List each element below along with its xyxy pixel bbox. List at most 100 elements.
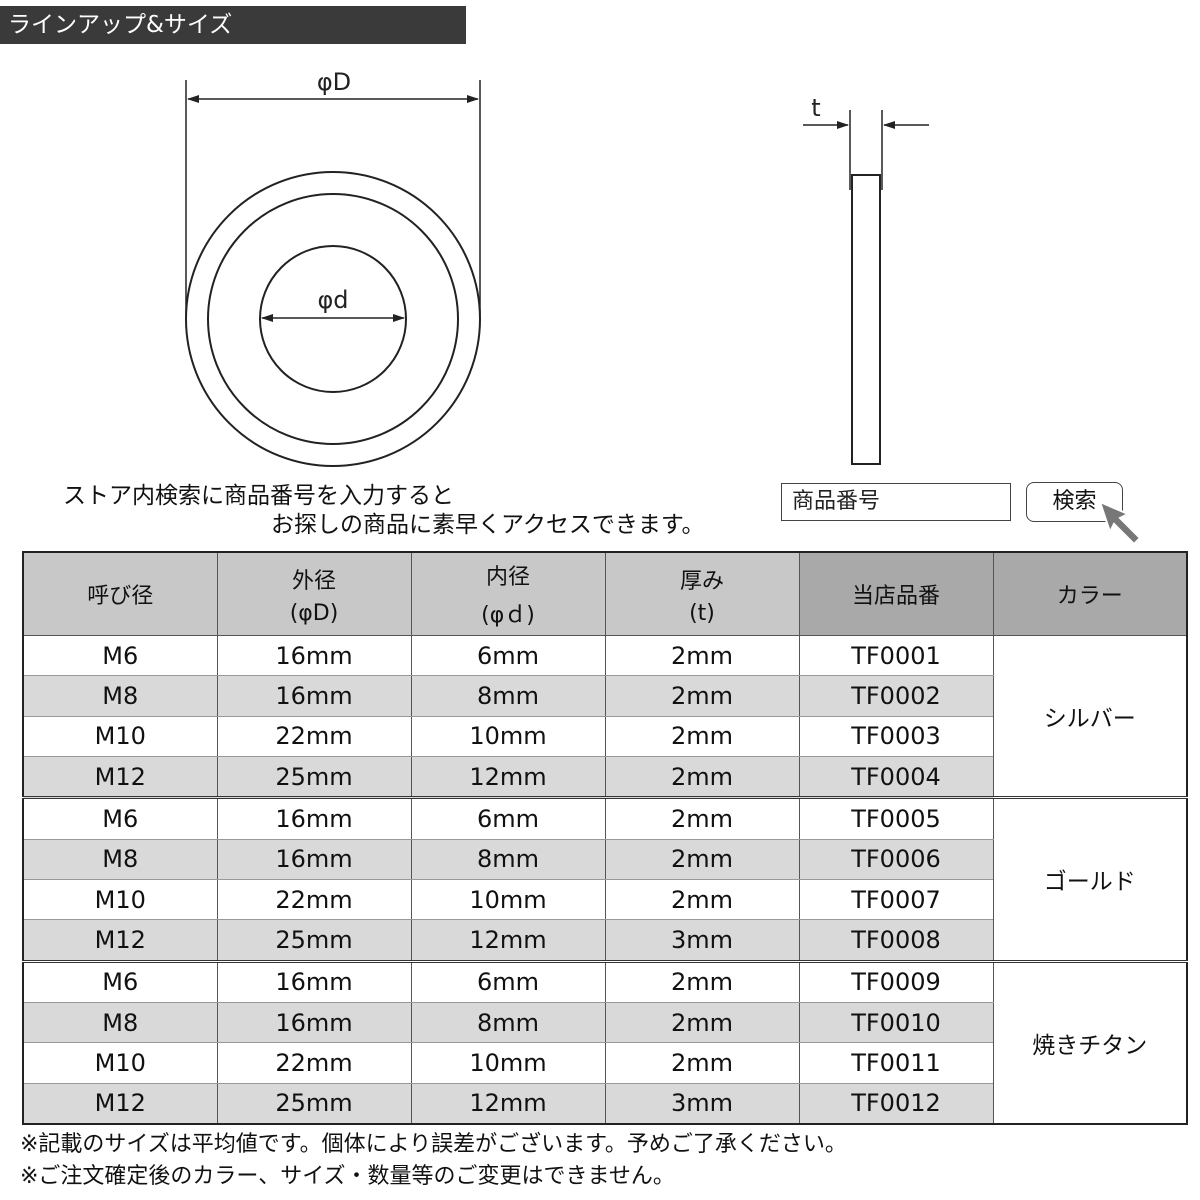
header-outer-diameter: 外径(φD) [216,551,412,636]
nominal-size-cell: M10 [22,1042,218,1084]
outer-diameter-label: φD [317,68,351,96]
nominal-size-cell: M10 [22,878,218,921]
nominal-size-cell: M6 [22,796,218,840]
thickness-cell: 3mm [604,919,800,962]
inner-diameter-cell: 10mm [410,1042,606,1084]
outer-diameter-cell: 16mm [216,634,412,677]
product-number-search-input[interactable]: 商品番号 [781,483,1011,521]
thickness-cell: 2mm [604,838,800,880]
note-no-changes: ※ご注文確定後のカラー、サイズ・数量等のご変更はできません。 [20,1164,675,1189]
nominal-size-cell: M8 [22,675,218,717]
chamfer-circle [207,193,459,445]
product-number-cell: TF0007 [798,878,994,921]
cursor-arrow-icon [1098,500,1142,546]
product-number-cell: TF0011 [798,1042,994,1084]
product-number-cell: TF0008 [798,919,994,962]
inner-diameter-label: φd [317,286,348,314]
inner-diameter-cell: 12mm [410,919,606,962]
washer-side-view [803,110,929,465]
inner-diameter-cell: 10mm [410,715,606,757]
thickness-label: t [811,94,820,122]
product-number-cell: TF0009 [798,959,994,1003]
thickness-cell: 2mm [604,796,800,840]
outer-diameter-cell: 16mm [216,796,412,840]
outer-diameter-cell: 16mm [216,959,412,1003]
thickness-cell: 2mm [604,715,800,757]
thickness-cell: 2mm [604,755,800,799]
nominal-size-cell: M8 [22,1001,218,1044]
table-header-row: 呼び径 外径(φD) 内径(φｄ) 厚み(t) 当店品番 カラー [22,551,1188,636]
outer-diameter-cell: 22mm [216,878,412,921]
outer-diameter-cell: 22mm [216,715,412,757]
washer-diagram: φD φd t [185,68,929,467]
section-title: ラインアップ&サイズ [0,6,466,44]
nominal-size-cell: M12 [22,755,218,799]
nominal-size-cell: M12 [22,919,218,962]
washer-front-view [185,80,481,467]
nominal-size-cell: M6 [22,959,218,1003]
nominal-size-cell: M8 [22,838,218,880]
inner-diameter-circle [259,245,407,393]
thickness-cell: 2mm [604,634,800,677]
inner-diameter-cell: 6mm [410,796,606,840]
thickness-cell: 2mm [604,1001,800,1044]
outer-diameter-cell: 25mm [216,919,412,962]
outer-diameter-cell: 16mm [216,1001,412,1044]
header-nominal-size: 呼び径 [22,551,218,636]
nominal-size-cell: M12 [22,1082,218,1125]
product-number-cell: TF0006 [798,838,994,880]
side-profile [851,174,881,465]
search-hint-line1: ストア内検索に商品番号を入力すると [63,483,454,509]
thickness-cell: 2mm [604,959,800,1003]
thickness-cell: 2mm [604,1042,800,1084]
outer-diameter-cell: 16mm [216,838,412,880]
outer-diameter-cell: 16mm [216,675,412,717]
thickness-cell: 2mm [604,878,800,921]
thickness-cell: 2mm [604,675,800,717]
color-cell: ゴールド [992,796,1188,962]
inner-diameter-cell: 6mm [410,959,606,1003]
header-inner-diameter: 内径(φｄ) [410,551,606,636]
thickness-cell: 3mm [604,1082,800,1125]
outer-diameter-cell: 25mm [216,755,412,799]
color-cell: シルバー [992,634,1188,799]
inner-diameter-cell: 8mm [410,838,606,880]
outer-diameter-cell: 22mm [216,1042,412,1084]
inner-diameter-cell: 8mm [410,675,606,717]
product-number-cell: TF0001 [798,634,994,677]
product-number-cell: TF0012 [798,1082,994,1125]
nominal-size-cell: M10 [22,715,218,757]
nominal-size-cell: M6 [22,634,218,677]
outer-diameter-circle [185,171,481,467]
inner-diameter-cell: 8mm [410,1001,606,1044]
product-number-cell: TF0002 [798,675,994,717]
inner-diameter-cell: 12mm [410,1082,606,1125]
inner-diameter-cell: 6mm [410,634,606,677]
product-number-cell: TF0003 [798,715,994,757]
search-hint-line2: お探しの商品に素早くアクセスできます。 [271,512,705,538]
inner-diameter-cell: 12mm [410,755,606,799]
header-product-number: 当店品番 [798,551,994,636]
color-cell: 焼きチタン [992,959,1188,1125]
product-number-cell: TF0005 [798,796,994,840]
header-thickness: 厚み(t) [604,551,800,636]
product-number-cell: TF0010 [798,1001,994,1044]
inner-diameter-cell: 10mm [410,878,606,921]
header-color: カラー [992,551,1188,636]
product-number-cell: TF0004 [798,755,994,799]
outer-diameter-cell: 25mm [216,1082,412,1125]
note-size-average: ※記載のサイズは平均値です。個体により誤差がございます。予めご了承ください。 [20,1132,847,1157]
